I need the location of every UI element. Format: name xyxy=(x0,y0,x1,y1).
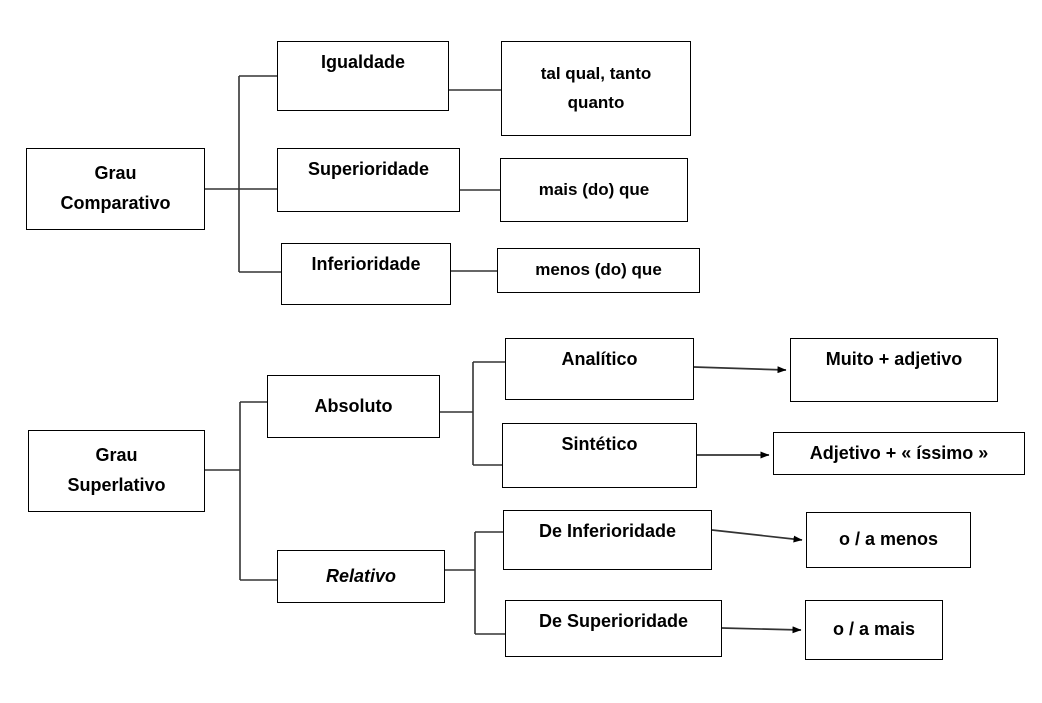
node-grau-comparativo-line2: Comparativo xyxy=(60,193,171,213)
node-o-a-menos-label: o / a menos xyxy=(838,529,939,550)
node-adjetivo-issimo-label: Adjetivo + « íssimo » xyxy=(809,442,989,463)
arrow-analitico xyxy=(693,366,787,374)
node-analitico-label: Analítico xyxy=(561,349,638,369)
arrow-de-inferioridade xyxy=(711,529,803,543)
node-igualdade[interactable]: Igualdade xyxy=(277,41,449,111)
node-absoluto[interactable]: Absoluto xyxy=(267,375,440,438)
node-de-inferioridade-label: De Inferioridade xyxy=(538,521,677,541)
node-absoluto-label: Absoluto xyxy=(314,395,393,416)
node-grau-comparativo-line1: Grau xyxy=(94,163,137,184)
arrow-de-superioridade xyxy=(721,626,802,634)
node-igualdade-label: Igualdade xyxy=(320,52,405,72)
node-grau-superlativo-line1: Grau xyxy=(95,445,138,466)
node-grau-superlativo-line2: Superlativo xyxy=(67,475,166,495)
node-sintetico[interactable]: Sintético xyxy=(502,423,697,488)
node-grau-comparativo[interactable]: Grau Comparativo xyxy=(26,148,205,230)
node-grau-superlativo[interactable]: Grau Superlativo xyxy=(28,430,205,512)
node-mais-do-que[interactable]: mais (do) que xyxy=(500,158,688,222)
node-inferioridade-label: Inferioridade xyxy=(311,254,421,274)
node-de-superioridade-label: De Superioridade xyxy=(538,611,689,631)
node-muito-mais-adjetivo[interactable]: Muito + adjetivo xyxy=(790,338,998,402)
node-o-a-menos[interactable]: o / a menos xyxy=(806,512,971,568)
node-tal-qual-tanto-quanto[interactable]: tal qual, tanto quanto xyxy=(501,41,691,136)
node-mais-do-que-label: mais (do) que xyxy=(538,179,650,199)
node-superioridade[interactable]: Superioridade xyxy=(277,148,460,212)
node-inferioridade[interactable]: Inferioridade xyxy=(281,243,451,305)
node-o-a-mais-label: o / a mais xyxy=(832,619,916,640)
node-analitico[interactable]: Analítico xyxy=(505,338,694,400)
node-de-superioridade[interactable]: De Superioridade xyxy=(505,600,722,657)
node-de-inferioridade[interactable]: De Inferioridade xyxy=(503,510,712,570)
node-superioridade-label: Superioridade xyxy=(307,159,430,179)
node-relativo[interactable]: Relativo xyxy=(277,550,445,603)
node-tal-qual-line1: tal qual, tanto xyxy=(540,64,652,84)
node-tal-qual-line2: quanto xyxy=(567,92,625,112)
node-muito-mais-adjetivo-label: Muito + adjetivo xyxy=(825,349,963,369)
node-sintetico-label: Sintético xyxy=(561,434,638,454)
node-menos-do-que-label: menos (do) que xyxy=(535,260,662,280)
node-relativo-label: Relativo xyxy=(325,565,397,586)
node-menos-do-que[interactable]: menos (do) que xyxy=(497,248,700,293)
superlativo-arrows xyxy=(693,366,803,634)
node-o-a-mais[interactable]: o / a mais xyxy=(805,600,943,660)
node-adjetivo-issimo[interactable]: Adjetivo + « íssimo » xyxy=(773,432,1025,475)
